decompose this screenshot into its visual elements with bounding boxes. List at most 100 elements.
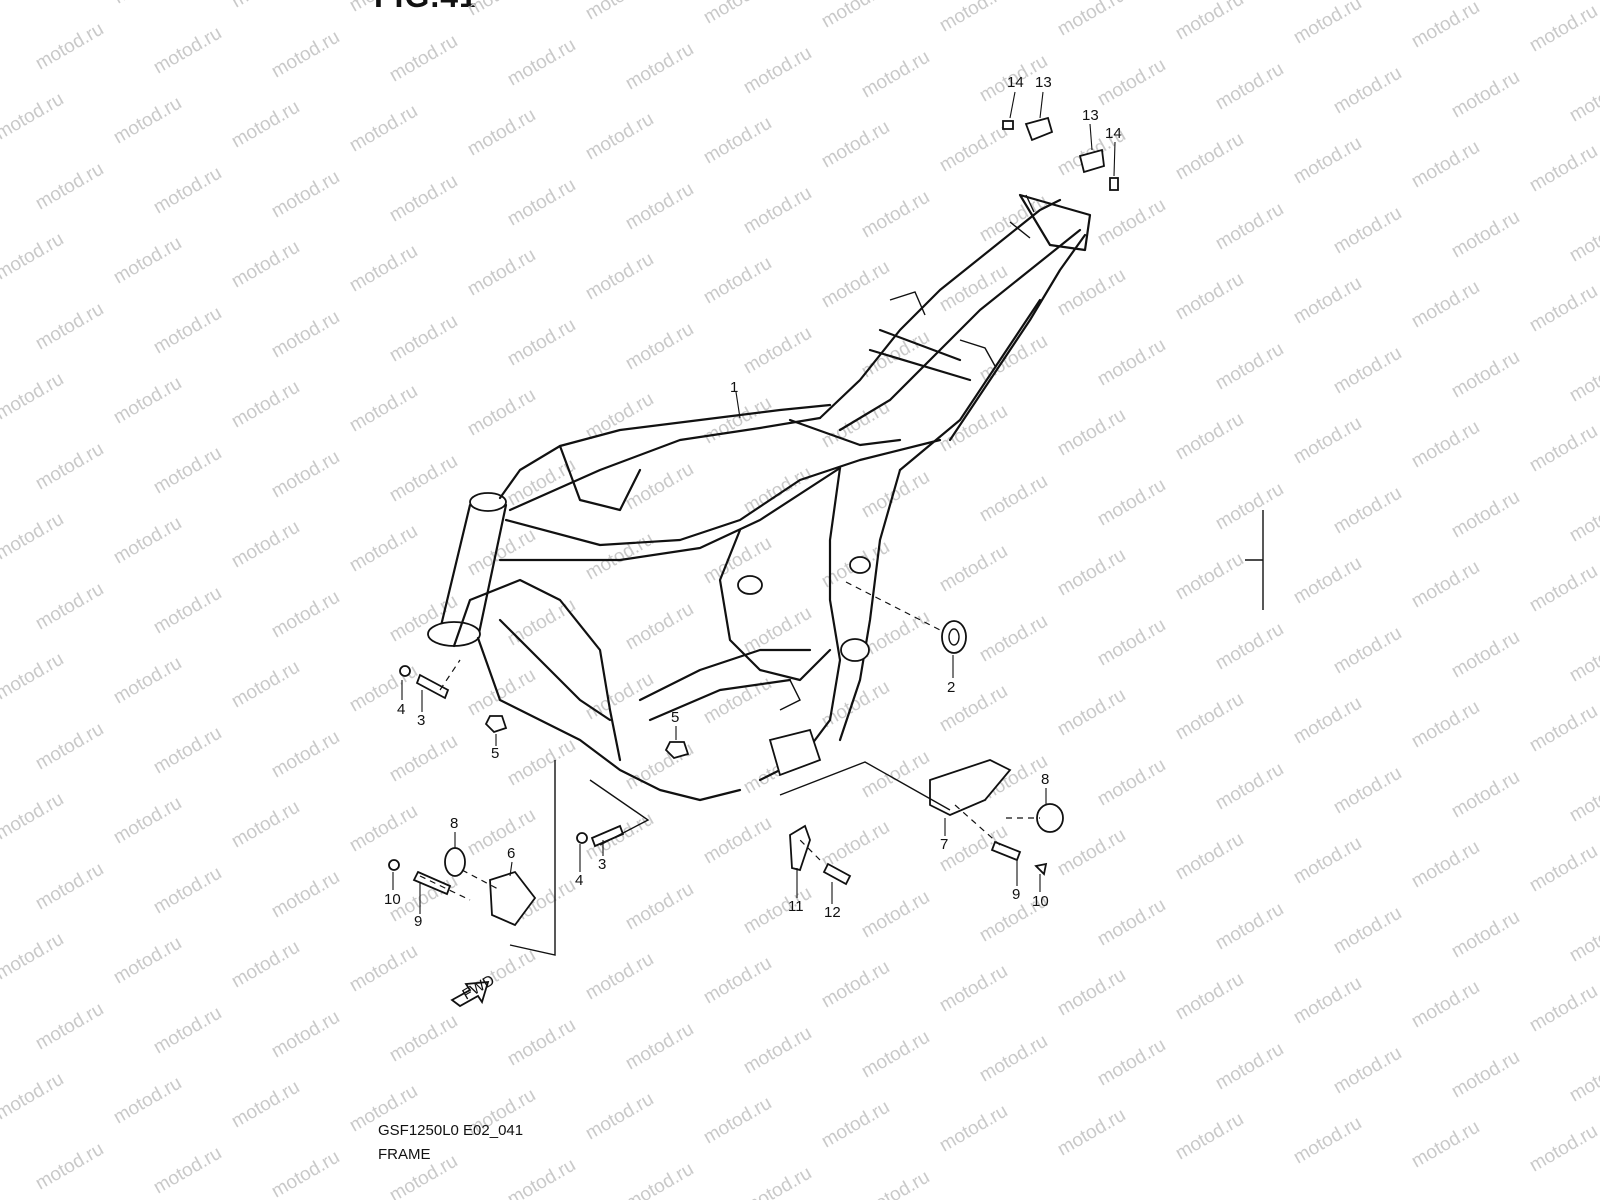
watermark-text: motod.ru (1054, 965, 1129, 1021)
watermark-text: motod.ru (0, 509, 67, 565)
watermark-text: motod.ru (1172, 829, 1247, 885)
watermark-text: motod.ru (1212, 199, 1287, 255)
watermark-text: motod.ru (1526, 281, 1600, 337)
watermark-text: motod.ru (976, 1031, 1051, 1087)
callout-10: 10 (384, 891, 401, 908)
pivot-hole-rear (840, 638, 870, 662)
watermark-text: motod.ru (1566, 631, 1600, 687)
watermark-text: motod.ru (622, 39, 697, 95)
watermark-text: motod.ru (150, 863, 225, 919)
bolt-12 (822, 862, 852, 886)
figure-title: FIG.41 (374, 0, 478, 15)
watermark-text: motod.ru (818, 677, 893, 733)
main-spar-lower (498, 466, 842, 562)
watermark-text: motod.ru (228, 237, 303, 293)
washer-2 (941, 620, 967, 654)
watermark-text: motod.ru (228, 937, 303, 993)
bushing-8-right (1036, 803, 1064, 833)
watermark-text: motod.ru (1408, 417, 1483, 473)
watermark-text: motod.ru (622, 319, 697, 375)
nut-4-lower (576, 832, 588, 844)
watermark-text: motod.ru (268, 167, 343, 223)
bolt-14-left (1002, 120, 1014, 130)
steering-head-bottom (427, 621, 481, 647)
watermark-text: motod.ru (1408, 277, 1483, 333)
watermark-text: motod.ru (1526, 701, 1600, 757)
watermark-text: motod.ru (268, 587, 343, 643)
watermark-text: motod.ru (0, 1069, 67, 1125)
callout-13: 13 (1082, 107, 1099, 124)
watermark-text: motod.ru (582, 0, 657, 24)
callout-8: 8 (1041, 771, 1049, 788)
watermark-text: motod.ru (464, 105, 539, 161)
watermark-text: motod.ru (346, 801, 421, 857)
watermark-text: motod.ru (1526, 841, 1600, 897)
callout-8: 8 (450, 815, 458, 832)
watermark-text: motod.ru (858, 607, 933, 663)
nut-10-right (1034, 862, 1048, 876)
watermark-text: motod.ru (582, 949, 657, 1005)
watermark-text: motod.ru (700, 253, 775, 309)
watermark-text: motod.ru (1526, 1121, 1600, 1177)
watermark-text: motod.ru (32, 19, 107, 75)
watermark-text: motod.ru (1094, 55, 1169, 111)
leader-13b (1089, 123, 1093, 151)
callout-12: 12 (824, 904, 841, 921)
watermark-text: motod.ru (32, 159, 107, 215)
callout-3: 3 (598, 856, 606, 873)
watermark-text: motod.ru (740, 323, 815, 379)
watermark-text: motod.ru (464, 0, 539, 20)
watermark-text: motod.ru (1172, 129, 1247, 185)
watermark-text: motod.ru (740, 183, 815, 239)
watermark-text: motod.ru (1566, 771, 1600, 827)
watermark-text: motod.ru (740, 43, 815, 99)
watermark-text: motod.ru (268, 447, 343, 503)
engine-cradle-left (498, 618, 612, 722)
dash-7 (954, 804, 1040, 846)
watermark-text: motod.ru (1290, 0, 1365, 48)
watermark-text: motod.ru (1448, 67, 1523, 123)
watermark-text: motod.ru (1172, 409, 1247, 465)
watermark-text: motod.ru (1330, 343, 1405, 399)
watermark-text: motod.ru (504, 1015, 579, 1071)
watermark-text: motod.ru (582, 109, 657, 165)
watermark-text: motod.ru (1054, 685, 1129, 741)
top-rail-left (498, 403, 832, 500)
watermark-text: motod.ru (1290, 273, 1365, 329)
watermark-text: motod.ru (818, 0, 893, 32)
watermark-text: motod.ru (386, 1011, 461, 1067)
margin-mark (1245, 510, 1264, 610)
watermark-text: motod.ru (268, 1007, 343, 1063)
watermark-text: motod.ru (1408, 1117, 1483, 1173)
watermark-text: motod.ru (1566, 71, 1600, 127)
watermark-text: motod.ru (268, 867, 343, 923)
watermark-text: motod.ru (1212, 759, 1287, 815)
watermark-text: motod.ru (346, 101, 421, 157)
lower-cross-tube (638, 648, 812, 722)
watermark-text: motod.ru (110, 933, 185, 989)
watermark-text: motod.ru (1330, 63, 1405, 119)
watermark-text: motod.ru (1172, 0, 1247, 44)
figure-name: FRAME (378, 1146, 431, 1163)
watermark-text: motod.ru (1094, 1035, 1169, 1091)
callout-10: 10 (1032, 893, 1049, 910)
watermark-text: motod.ru (110, 793, 185, 849)
leader-14b (1113, 141, 1116, 177)
watermark-text: motod.ru (700, 0, 775, 28)
watermark-text: motod.ru (858, 187, 933, 243)
watermark-text: motod.ru (504, 455, 579, 511)
watermark-text: motod.ru (700, 533, 775, 589)
watermark-text: motod.ru (1094, 755, 1169, 811)
watermark-text: motod.ru (1408, 697, 1483, 753)
watermark-text: motod.ru (386, 31, 461, 87)
watermark-text: motod.ru (858, 1027, 933, 1083)
watermark-text: motod.ru (150, 443, 225, 499)
watermark-text: motod.ru (818, 957, 893, 1013)
watermark-text: motod.ru (622, 879, 697, 935)
watermark-text: motod.ru (32, 719, 107, 775)
watermark-text: motod.ru (1290, 413, 1365, 469)
watermark-text: motod.ru (1290, 1113, 1365, 1169)
watermark-text: motod.ru (740, 883, 815, 939)
watermark-text: motod.ru (1330, 763, 1405, 819)
